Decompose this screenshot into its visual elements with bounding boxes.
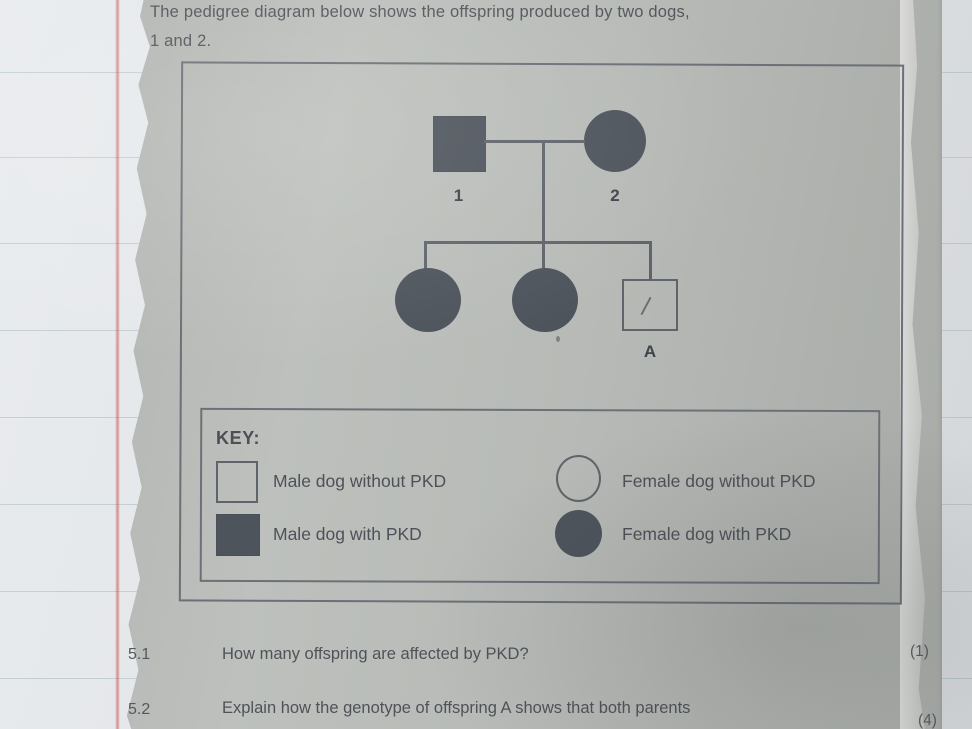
pedigree-drop-line-offspring-a (649, 241, 652, 280)
intro-text-line-1-content: The pedigree diagram below shows the off… (150, 3, 690, 21)
key-label-male-with-pkd: Male dog with PKD (273, 524, 422, 544)
pedigree-parent-2-label: 2 (610, 186, 620, 205)
intro-text-line-2: 1 and 2. (150, 32, 212, 50)
key-symbol-square-open (216, 461, 258, 503)
pedigree-parent-1-label: 1 (453, 186, 464, 205)
pedigree-mating-line (484, 140, 585, 143)
question-5-1-marks: (1) (910, 643, 929, 660)
notebook-red-margin-line (116, 0, 119, 729)
question-5-2-number: 5.2 (128, 701, 151, 718)
worksheet-sheet (126, 0, 942, 729)
question-5-1-number: 5.1 (128, 646, 151, 663)
question-5-1-text: How many offspring are affected by PKD? (222, 645, 529, 663)
pedigree-parent-1-symbol-male-affected (433, 116, 486, 172)
pedigree-parent-2-symbol-female-affected (584, 110, 646, 172)
key-label-female-without-pkd: Female dog without PKD (622, 471, 816, 491)
key-title: KEY: (216, 428, 261, 448)
paper-speck (556, 336, 560, 342)
pedigree-drop-line-offspring-1 (424, 241, 427, 271)
pedigree-sibship-line (424, 241, 651, 244)
key-symbol-square-filled (216, 514, 260, 556)
question-5-2-text: Explain how the genotype of offspring A … (222, 699, 691, 717)
pedigree-offspring-a-label: A (643, 342, 657, 361)
key-symbol-circle-open (556, 455, 601, 502)
key-box-border (199, 407, 881, 585)
pedigree-offspring-2-symbol-female-affected (512, 268, 578, 332)
intro-text-line-1: The pedigree diagram below shows the off… (150, 3, 880, 22)
key-label-male-without-pkd: Male dog without PKD (273, 471, 447, 491)
pedigree-offspring-1-symbol-female-affected (395, 268, 461, 332)
pedigree-drop-line-offspring-2 (542, 241, 545, 271)
pedigree-descent-line (542, 140, 545, 243)
key-label-female-with-pkd: Female dog with PKD (622, 524, 792, 544)
key-symbol-circle-filled (555, 510, 602, 557)
question-5-2-marks: (4) (918, 712, 937, 729)
pedigree-offspring-a-symbol-male-unaffected (622, 279, 678, 331)
